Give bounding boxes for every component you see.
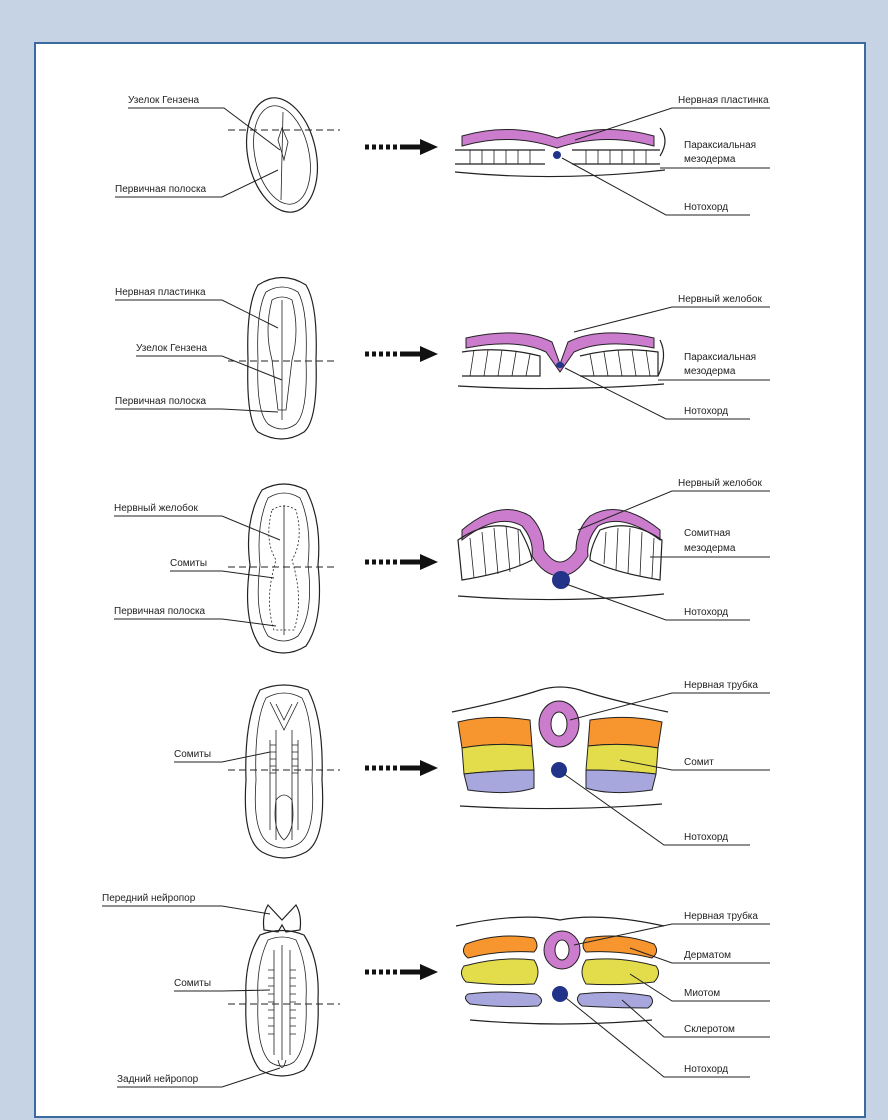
stage-3-embryo-drawing [228, 484, 334, 653]
s2-right-label-4: Нотохорд [684, 406, 728, 417]
s1-right-label-1: Нервная пластинка [678, 95, 769, 106]
s3-right-label-2: Сомитная [684, 528, 730, 539]
s2-left-label-2: Узелок Гензена [136, 343, 208, 354]
s3-left-label-3: Первичная полоска [114, 606, 206, 617]
s5-left-label-3: Задний нейропор [117, 1074, 199, 1085]
s3-left-label-2: Сомиты [170, 558, 207, 569]
stage-2-arrow [365, 346, 438, 362]
s4-right-label-3: Нотохорд [684, 832, 728, 843]
s1-right-label-2: Параксиальная [684, 140, 756, 151]
s5-left-label-1: Передний нейропор [102, 893, 196, 904]
s5-right-label-1: Нервная трубка [684, 910, 758, 922]
stage-5: Передний нейропор Сомиты Задний нейропор… [102, 893, 770, 1087]
s3-right-label-4: Нотохорд [684, 607, 728, 618]
s1-left-label-2: Первичная полоска [115, 184, 207, 195]
s4-right-label-2: Сомит [684, 757, 714, 768]
s2-right-label-3: мезодерма [684, 366, 736, 377]
s3-right-label-3: мезодерма [684, 543, 736, 554]
s5-left-label-2: Сомиты [174, 978, 211, 989]
stage-2-embryo-drawing [228, 278, 334, 440]
stage-4-cross-section [452, 687, 668, 809]
s2-left-label-3: Первичная полоска [115, 396, 207, 407]
stage-1-embryo-drawing [228, 91, 340, 219]
s3-left-label-1: Нервный желобок [114, 502, 198, 514]
stage-5-arrow [365, 964, 438, 980]
s5-right-label-5: Нотохорд [684, 1064, 728, 1075]
s5-right-label-3: Миотом [684, 988, 720, 999]
stage-3: Нервный желобок Сомиты Первичная полоска… [114, 477, 770, 653]
s2-right-label-1: Нервный желобок [678, 293, 762, 305]
stage-4: Сомиты Нервная трубка Сомит Нотохорд [174, 679, 770, 858]
s5-right-label-4: Склеротом [684, 1024, 735, 1035]
s4-left-label-1: Сомиты [174, 749, 211, 760]
s1-left-label-1: Узелок Гензена [128, 95, 200, 106]
s3-right-label-1: Нервный желобок [678, 477, 762, 489]
s2-right-label-2: Параксиальная [684, 352, 756, 363]
stage-4-embryo-drawing [228, 685, 340, 858]
stage-2-cross-section [458, 333, 664, 389]
stage-1-cross-section [455, 128, 665, 177]
stage-2: Нервная пластинка Узелок Гензена Первичн… [115, 278, 770, 440]
s2-left-label-1: Нервная пластинка [115, 287, 206, 298]
stage-3-cross-section [458, 510, 664, 600]
s1-right-label-4: Нотохорд [684, 202, 728, 213]
stage-1-arrow [365, 139, 438, 155]
stage-1: Узелок Гензена Первичная полоска Нервная… [115, 91, 770, 219]
stage-5-cross-section [456, 917, 664, 1024]
stage-3-arrow [365, 554, 438, 570]
s5-right-label-2: Дерматом [684, 950, 731, 961]
stage-4-arrow [365, 760, 438, 776]
s4-right-label-1: Нервная трубка [684, 679, 758, 691]
s1-right-label-3: мезодерма [684, 154, 736, 165]
